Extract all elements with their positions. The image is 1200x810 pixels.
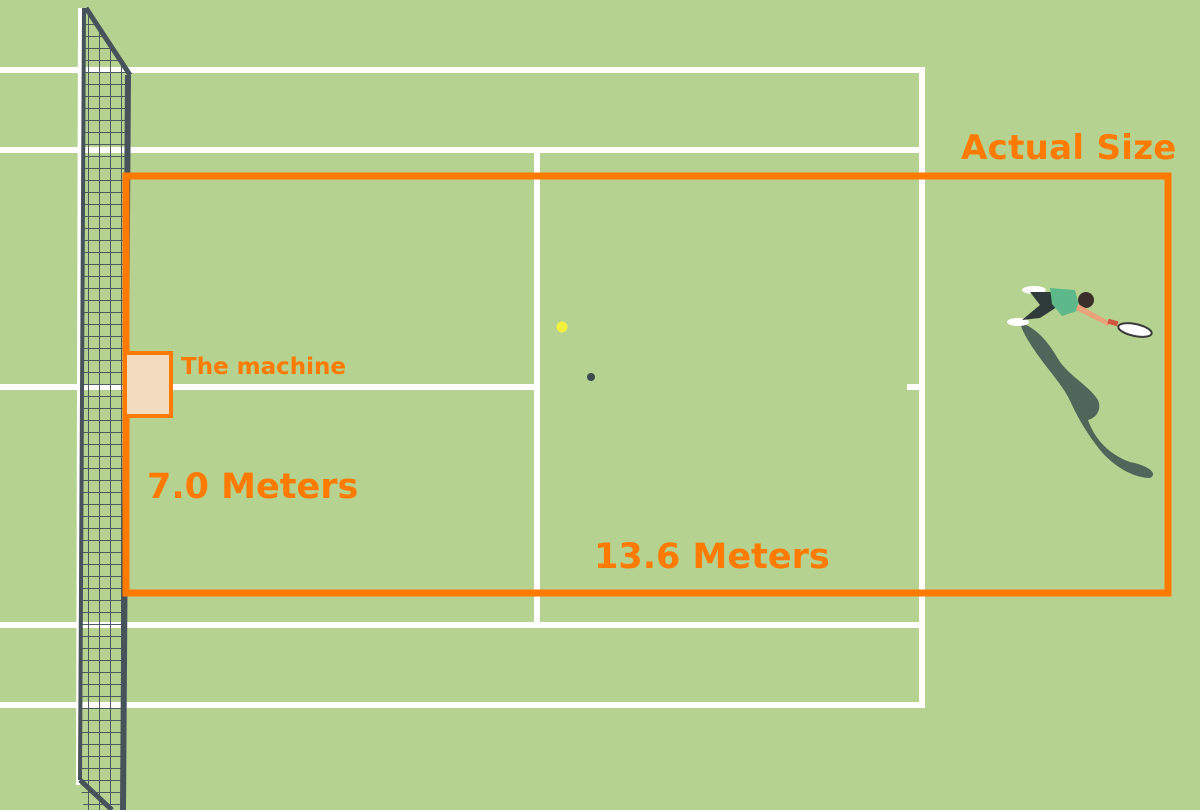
- ball-shadow: [587, 373, 595, 381]
- tennis-ball: [556, 321, 568, 333]
- tennis-net: [76, 6, 133, 810]
- actual-size-title: Actual Size: [961, 128, 1177, 168]
- length-dimension-label: 13.6 Meters: [594, 537, 830, 577]
- tennis-player-with-racket: [1007, 286, 1153, 338]
- machine-label: The machine: [181, 354, 347, 380]
- machine-footprint: [123, 351, 173, 418]
- player-shadow: [1020, 322, 1154, 478]
- width-dimension-label: 7.0 Meters: [147, 467, 359, 507]
